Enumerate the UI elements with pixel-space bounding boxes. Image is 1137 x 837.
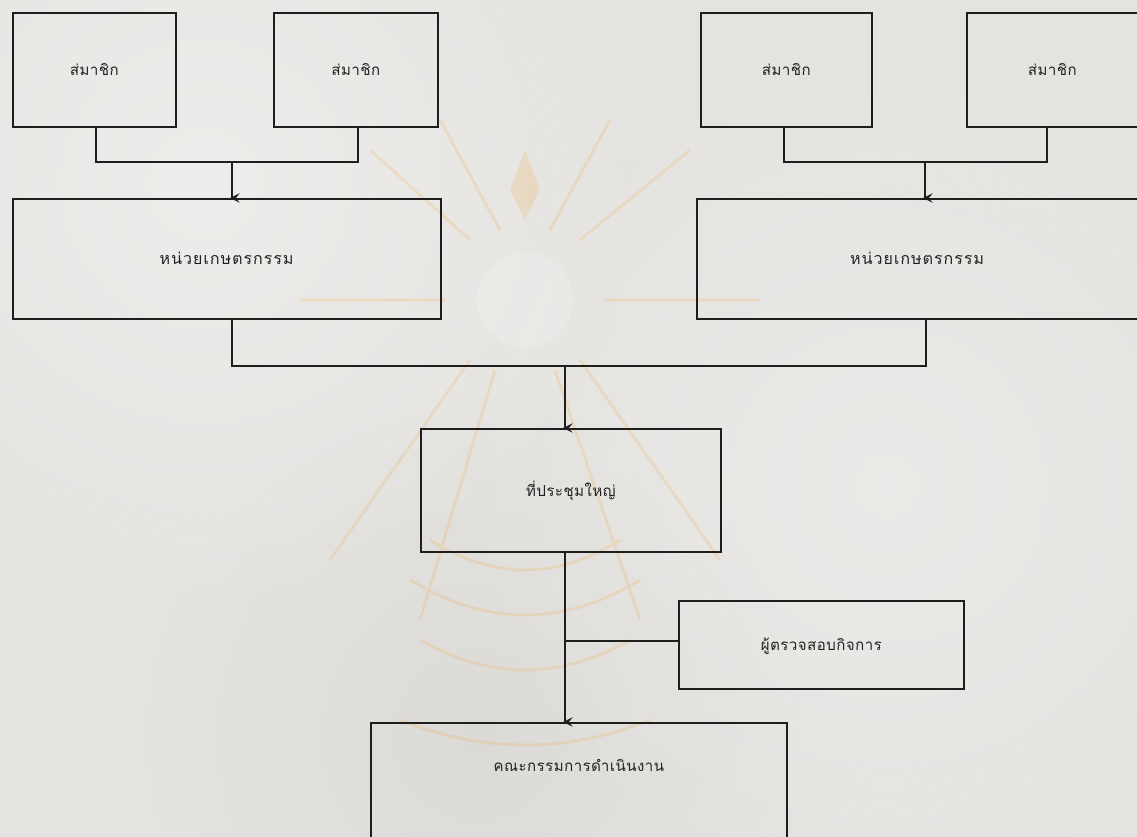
general-meeting-label: ที่ประชุมใหญ่ — [525, 481, 617, 500]
connector-left-members — [95, 127, 359, 163]
general-meeting-box: ที่ประชุมใหญ่ — [420, 428, 722, 553]
member-label-2: ส่มาชิก — [331, 61, 381, 79]
agricultural-unit-left-label: หน่วยเกษตรกรรม — [159, 248, 295, 268]
member-label-3: ส่มาชิก — [761, 61, 812, 79]
member-label-4: ส่มาชิก — [1027, 61, 1078, 79]
agricultural-unit-left: หน่วยเกษตรกรรม — [12, 198, 442, 320]
member-box-3: ส่มาชิก — [700, 12, 873, 128]
connector-right-members — [783, 127, 1048, 163]
member-label-1: ส่มาชิก — [69, 61, 120, 79]
committee-box: คณะกรรมการดำเนินงาน — [370, 722, 788, 837]
auditor-box: ผู้ตรวจสอบกิจการ — [678, 600, 965, 690]
member-box-1: ส่มาชิก — [12, 12, 177, 128]
agricultural-unit-right-label: หน่วยเกษตรกรรม — [850, 248, 985, 268]
committee-label: คณะกรรมการดำเนินงาน — [493, 756, 665, 775]
auditor-label: ผู้ตรวจสอบกิจการ — [760, 636, 883, 654]
agricultural-unit-right: หน่วยเกษตรกรรม — [696, 198, 1137, 320]
connector-units — [231, 320, 927, 367]
member-box-2: ส่มาชิก — [273, 12, 439, 128]
member-box-4: ส่มาชิก — [966, 12, 1137, 128]
